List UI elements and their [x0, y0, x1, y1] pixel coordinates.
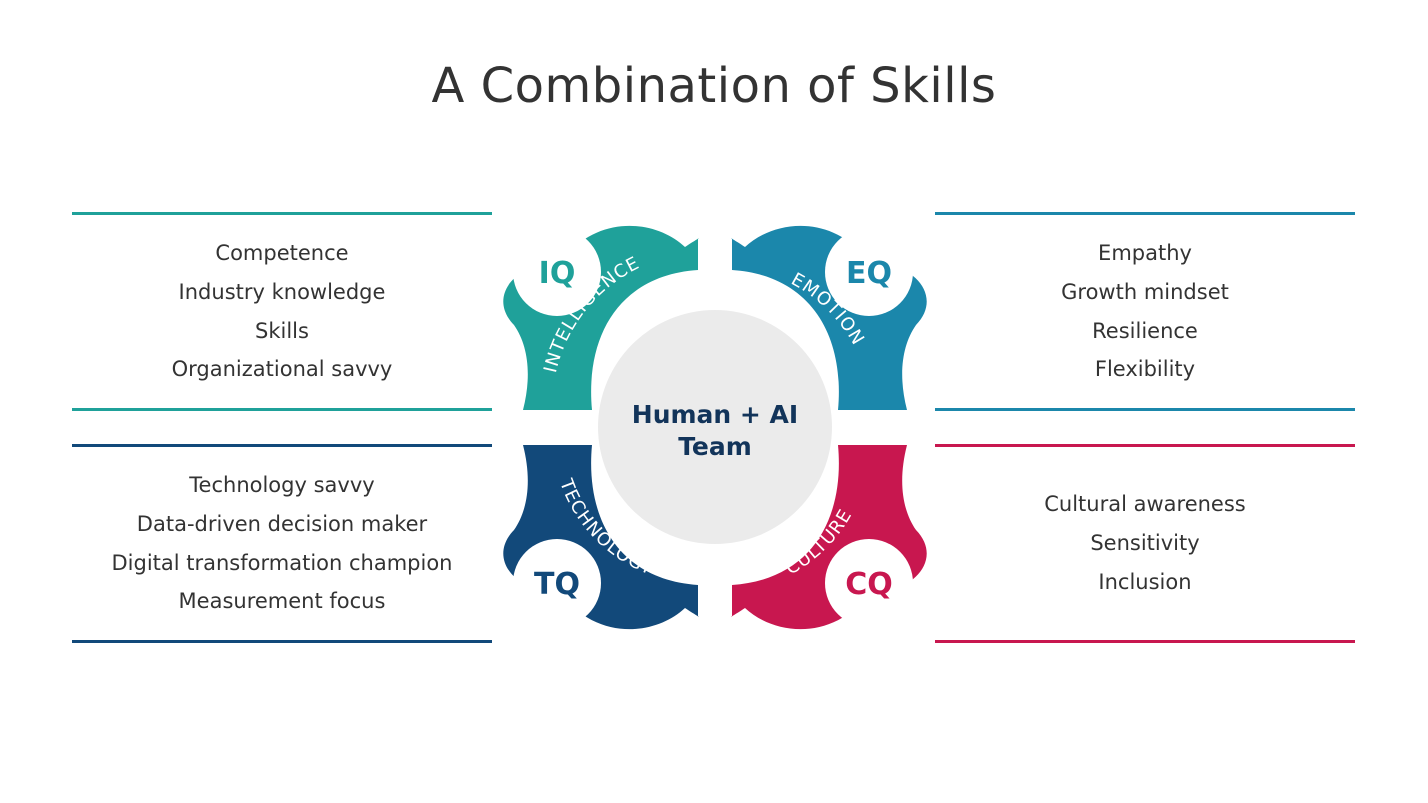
skill-item: Digital transformation champion [111, 550, 453, 575]
panel-rule-top [72, 444, 492, 447]
skill-item: Industry knowledge [178, 279, 386, 304]
tq-badge-circle [513, 539, 601, 627]
skill-item: Empathy [1098, 241, 1192, 266]
skill-item: Skills [255, 318, 309, 343]
iq-badge-circle [513, 228, 601, 316]
cq-badge: CQ [845, 567, 893, 602]
skill-item: Resilience [1092, 318, 1198, 343]
skill-item: Sensitivity [1090, 531, 1200, 556]
eq-badge: EQ [846, 256, 892, 291]
skill-item: Data-driven decision maker [136, 511, 428, 536]
eq-badge-circle [825, 228, 913, 316]
culture-skills-panel: Cultural awareness Sensitivity Inclusion [935, 444, 1355, 643]
emotion-skills-panel: Empathy Growth mindset Resilience Flexib… [935, 212, 1355, 411]
skill-item: Technology savvy [189, 473, 375, 498]
page-title: A Combination of Skills [431, 58, 997, 114]
skill-item: Flexibility [1094, 357, 1196, 382]
skill-item: Measurement focus [178, 589, 386, 614]
center-label-line1: Human + AI [632, 400, 798, 429]
panel-rule-top [935, 212, 1355, 215]
technology-skills-list: Technology savvy Data-driven decision ma… [111, 466, 452, 621]
technology-skills-panel: Technology savvy Data-driven decision ma… [72, 444, 492, 643]
center-label-line2: Team [678, 432, 752, 461]
skills-quadrant-diagram: IQ INTELLIGENCE EQ EMOTION TQ TECHNOLOGY… [503, 225, 927, 630]
cq-badge-circle [825, 539, 913, 627]
center-circle [598, 310, 832, 544]
skill-item: Growth mindset [1061, 279, 1229, 304]
intelligence-skills-panel: Competence Industry knowledge Skills Org… [72, 212, 492, 411]
panel-rule-bottom [72, 408, 492, 411]
panel-rule-top [935, 444, 1355, 447]
culture-skills-list: Cultural awareness Sensitivity Inclusion [1044, 485, 1245, 601]
emotion-skills-list: Empathy Growth mindset Resilience Flexib… [1061, 234, 1229, 389]
panel-rule-bottom [935, 408, 1355, 411]
skill-item: Inclusion [1098, 569, 1192, 594]
intelligence-skills-list: Competence Industry knowledge Skills Org… [172, 234, 393, 389]
panel-rule-bottom [72, 640, 492, 643]
panel-rule-top [72, 212, 492, 215]
iq-badge: IQ [539, 256, 576, 291]
skill-item: Competence [215, 241, 349, 266]
skill-item: Organizational savvy [171, 357, 393, 382]
skill-item: Cultural awareness [1044, 492, 1246, 517]
tq-badge: TQ [534, 567, 580, 602]
panel-rule-bottom [935, 640, 1355, 643]
